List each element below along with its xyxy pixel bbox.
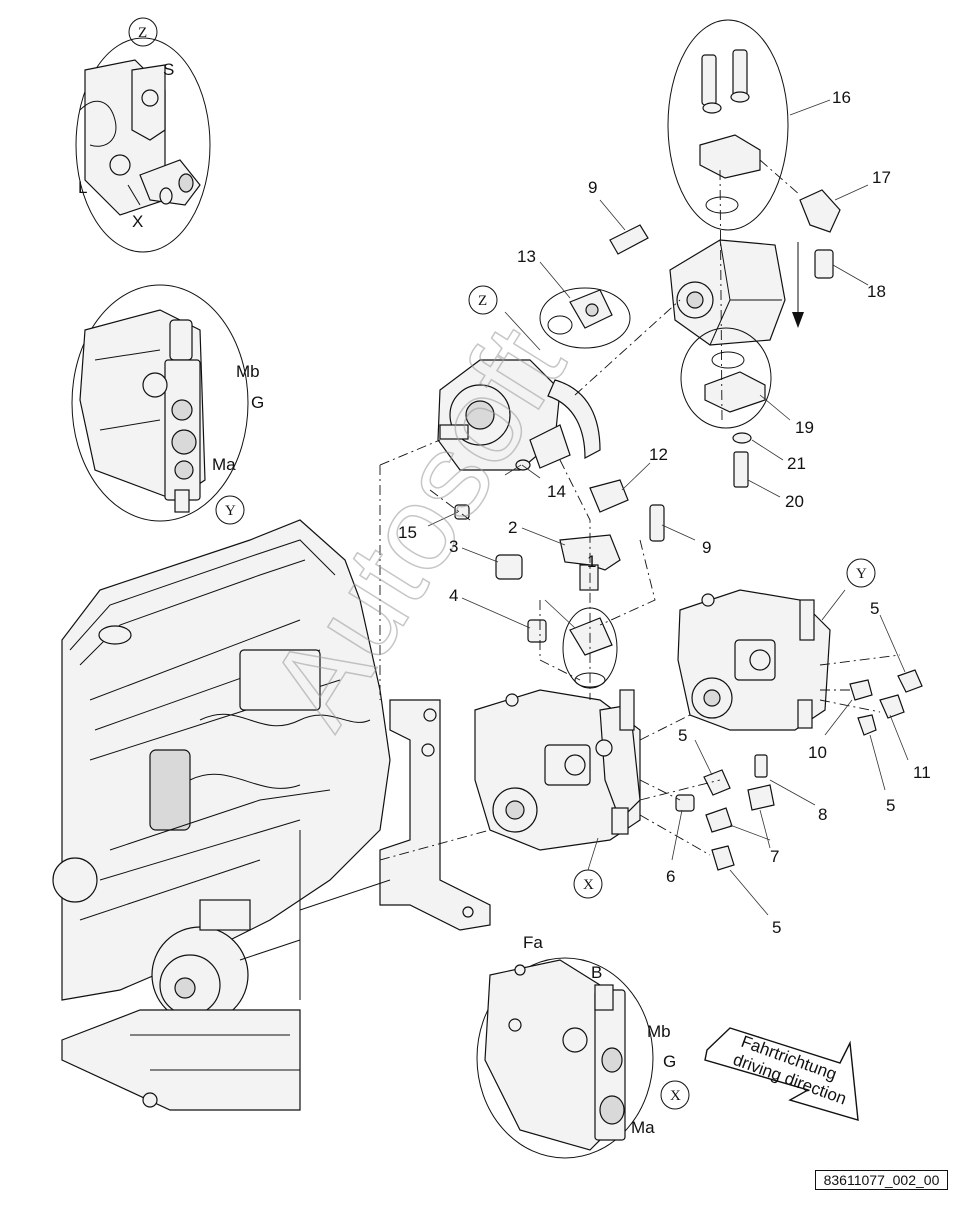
callout-numbers: 1 2 3 4 5 5 5 5 6 7 8 9 9 10 11 12 13 14… xyxy=(398,88,931,937)
driving-direction-arrow: Fahrtrichtung driving direction xyxy=(704,1027,859,1121)
callout-9-top: 9 xyxy=(588,178,597,197)
port-label-ma-x: Ma xyxy=(631,1118,655,1137)
callout-14: 14 xyxy=(547,482,566,501)
callout-10: 10 xyxy=(808,743,827,762)
detail-view-y xyxy=(71,284,249,525)
callout-2: 2 xyxy=(508,518,517,537)
callout-15: 15 xyxy=(398,523,417,542)
leader-lines xyxy=(427,99,909,916)
port-label-mb-y: Mb xyxy=(236,362,260,381)
port-label-x: X xyxy=(132,212,143,231)
variable-pump-secondary xyxy=(677,589,831,731)
callout-8: 8 xyxy=(818,805,827,824)
callout-5-right: 5 xyxy=(886,796,895,815)
port-labels: S L X Mb G Ma Fa B Mb G Ma xyxy=(78,60,676,1137)
callout-20: 20 xyxy=(785,492,804,511)
callout-9-bottom: 9 xyxy=(702,538,711,557)
callout-13: 13 xyxy=(517,247,536,266)
detail-markers: Z Z Y Y X X xyxy=(138,25,876,1104)
callout-7: 7 xyxy=(770,847,779,866)
marker-z-main: Z xyxy=(478,293,487,309)
marker-y-main: Y xyxy=(856,566,867,582)
callout-19: 19 xyxy=(795,418,814,437)
callout-5-mid: 5 xyxy=(678,726,687,745)
callout-16: 16 xyxy=(832,88,851,107)
detail-view-z xyxy=(75,17,211,253)
gear-pump xyxy=(669,239,786,346)
detail-view-x xyxy=(476,957,690,1159)
part-group-ellipses xyxy=(539,19,789,689)
callout-21: 21 xyxy=(787,454,806,473)
port-label-l: L xyxy=(78,178,87,197)
hydraulic-pump-upper xyxy=(437,359,601,471)
callout-12: 12 xyxy=(649,445,668,464)
callout-6: 6 xyxy=(666,867,675,886)
assembly-centerlines xyxy=(379,159,901,861)
callout-5-top: 5 xyxy=(870,599,879,618)
marker-y-detail: Y xyxy=(225,503,236,519)
port-label-ma-y: Ma xyxy=(212,455,236,474)
flow-arrow-down xyxy=(792,242,804,328)
engine-block xyxy=(52,519,391,1024)
marker-z-detail: Z xyxy=(138,25,147,41)
port-label-b: B xyxy=(591,963,602,982)
port-label-g-y: G xyxy=(251,393,264,412)
port-label-s: S xyxy=(163,60,174,79)
callout-1: 1 xyxy=(587,552,596,571)
engine-frame xyxy=(61,699,491,1111)
drawing-code: 83611077_002_00 xyxy=(815,1170,948,1190)
callout-17: 17 xyxy=(872,168,891,187)
marker-x-main: X xyxy=(583,877,594,893)
port-label-mb-x: Mb xyxy=(647,1022,671,1041)
port-label-g-x: G xyxy=(663,1052,676,1071)
callout-5-bottom: 5 xyxy=(772,918,781,937)
fittings xyxy=(454,49,923,871)
callout-11: 11 xyxy=(913,763,931,782)
port-label-fa: Fa xyxy=(523,933,543,952)
variable-pump-main xyxy=(474,689,641,851)
callout-18: 18 xyxy=(867,282,886,301)
callout-4: 4 xyxy=(449,586,458,605)
marker-x-detail: X xyxy=(670,1088,681,1104)
callout-3: 3 xyxy=(449,537,458,556)
